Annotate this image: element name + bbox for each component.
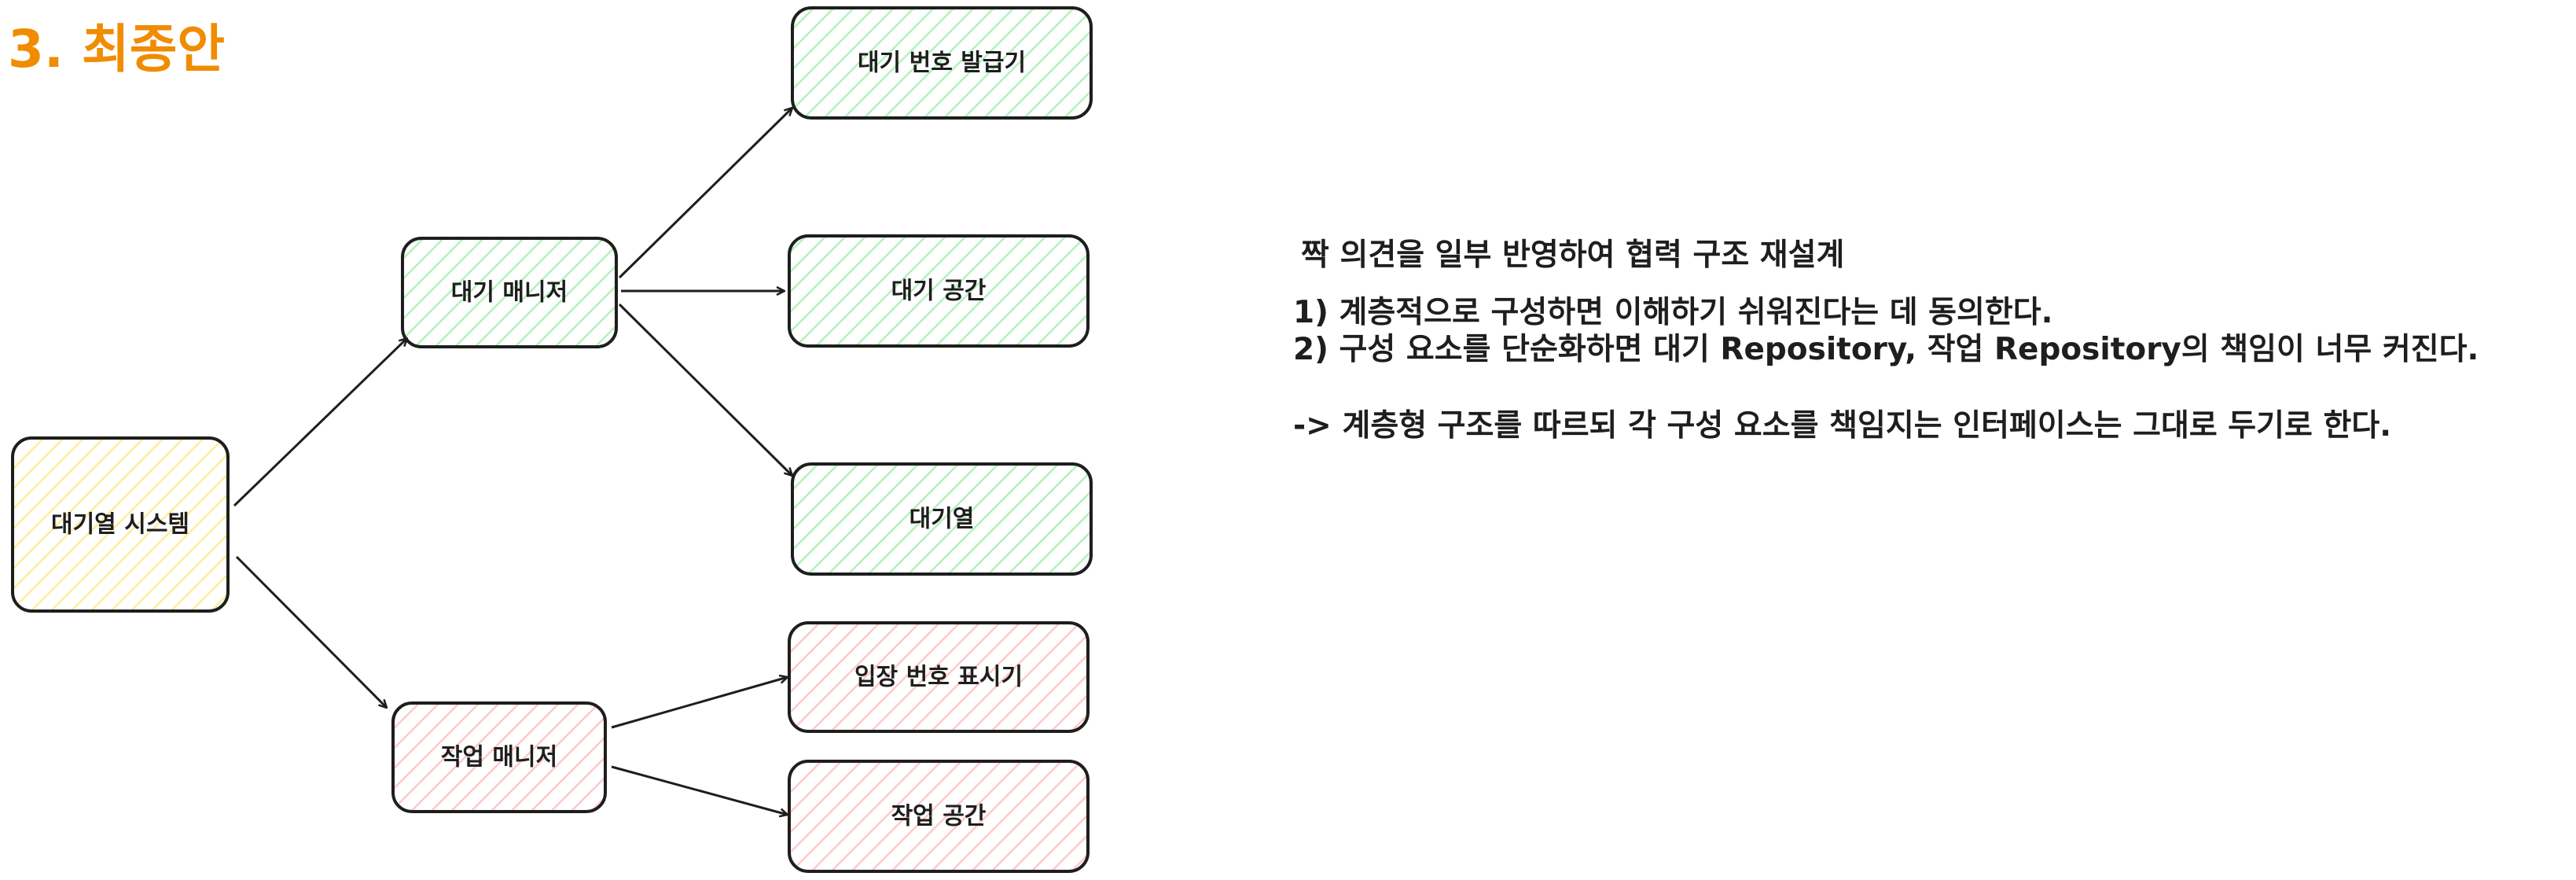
edge-system-to-work-manager <box>235 555 387 708</box>
node-wait-manager: 대기 매니저 <box>401 237 618 348</box>
edge-wait-manager-to-ticket-issuer <box>618 108 792 279</box>
note-point-1: 1) 계층적으로 구성하면 이해하기 쉬워진다는 데 동의한다. <box>1293 295 2053 330</box>
node-label: 대기열 <box>910 506 975 533</box>
node-label: 작업 공간 <box>891 803 987 830</box>
node-work-space: 작업 공간 <box>788 760 1090 873</box>
node-label: 대기 번호 발급기 <box>858 50 1026 77</box>
design-notes: 짝 의견을 일부 반영하여 협력 구조 재설계 1) 계층적으로 구성하면 이해… <box>1293 236 2567 444</box>
architecture-diagram: 대기열 시스템 대기 매니저 작업 매니저 대기 번호 발급기 대기 공간 대기… <box>11 6 1093 873</box>
node-wait-space: 대기 공간 <box>788 234 1090 348</box>
edge-work-manager-to-work-space <box>611 765 788 815</box>
edge-work-manager-to-entry-display <box>611 677 788 729</box>
node-ticket-issuer: 대기 번호 발급기 <box>791 6 1093 120</box>
node-entry-display: 입장 번호 표시기 <box>788 621 1090 733</box>
node-label: 대기 매니저 <box>451 279 568 307</box>
note-conclusion: -> 계층형 구조를 따르되 각 구성 요소를 책임지는 인터페이스는 그대로 … <box>1293 408 2392 444</box>
notes-heading: 짝 의견을 일부 반영하여 협력 구조 재설계 <box>1301 237 1845 273</box>
page-title: 3. 최종안 <box>8 19 226 79</box>
node-label: 입장 번호 표시기 <box>854 664 1023 691</box>
node-label: 대기열 시스템 <box>51 511 189 539</box>
edge-system-to-wait-manager <box>233 338 407 507</box>
node-queue-system: 대기열 시스템 <box>11 436 230 613</box>
node-work-manager: 작업 매니저 <box>391 701 607 813</box>
diagram-edges <box>233 108 792 815</box>
edge-wait-manager-to-queue <box>618 303 792 476</box>
note-point-2: 2) 구성 요소를 단순화하면 대기 Repository, 작업 Reposi… <box>1293 332 2479 367</box>
node-label: 대기 공간 <box>891 278 987 305</box>
node-queue: 대기열 <box>791 462 1093 576</box>
node-label: 작업 매니저 <box>441 744 557 771</box>
